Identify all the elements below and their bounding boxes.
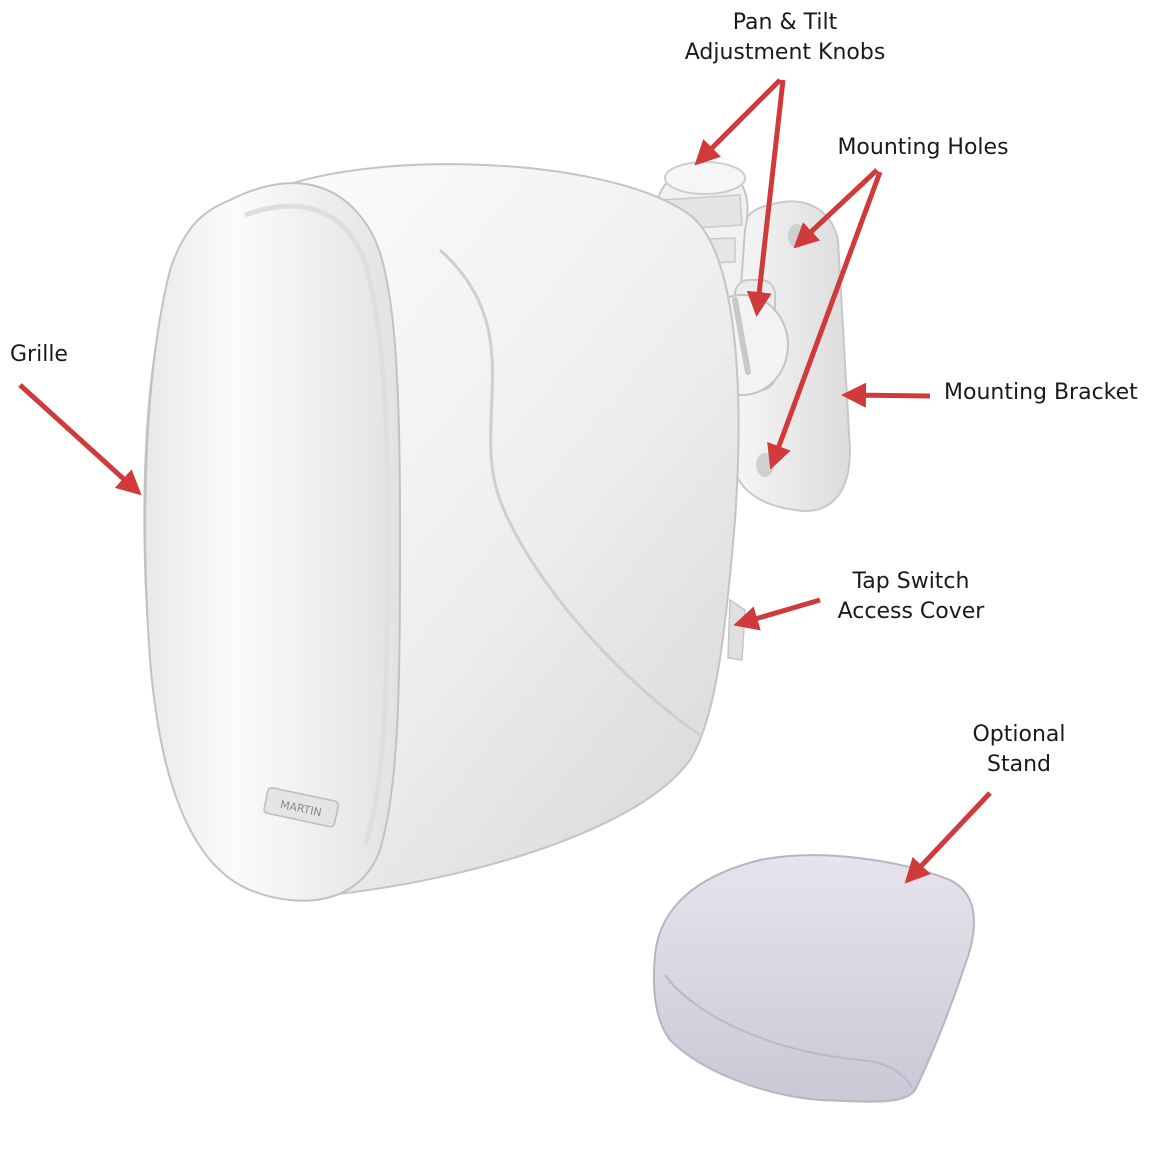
label-mounting-bracket: Mounting Bracket (944, 378, 1138, 408)
label-pan-tilt-knobs: Pan & Tilt Adjustment Knobs (660, 8, 910, 68)
label-pan-tilt-line2: Adjustment Knobs (660, 38, 910, 68)
label-optional-stand-line1: Optional (944, 720, 1094, 750)
optional-stand (654, 855, 974, 1101)
arrow-pan-tilt-upper (698, 80, 780, 162)
arrow-grille (20, 385, 138, 492)
label-pan-tilt-line1: Pan & Tilt (660, 8, 910, 38)
label-tap-switch-line2: Access Cover (816, 597, 1006, 627)
arrow-tap-switch (738, 600, 820, 624)
speaker-cabinet: MARTIN (144, 164, 745, 901)
label-optional-stand: Optional Stand (944, 720, 1094, 780)
arrow-optional-stand (908, 793, 990, 880)
label-mounting-holes: Mounting Holes (818, 133, 1028, 163)
label-tap-switch-line1: Tap Switch (816, 567, 1006, 597)
tap-switch-cover (728, 600, 745, 660)
label-tap-switch-cover: Tap Switch Access Cover (816, 567, 1006, 627)
mounting-hole-bottom (756, 453, 774, 477)
label-grille: Grille (10, 340, 68, 370)
arrow-mounting-bracket (846, 395, 930, 396)
label-optional-stand-line2: Stand (944, 750, 1094, 780)
pan-knob (665, 162, 745, 194)
